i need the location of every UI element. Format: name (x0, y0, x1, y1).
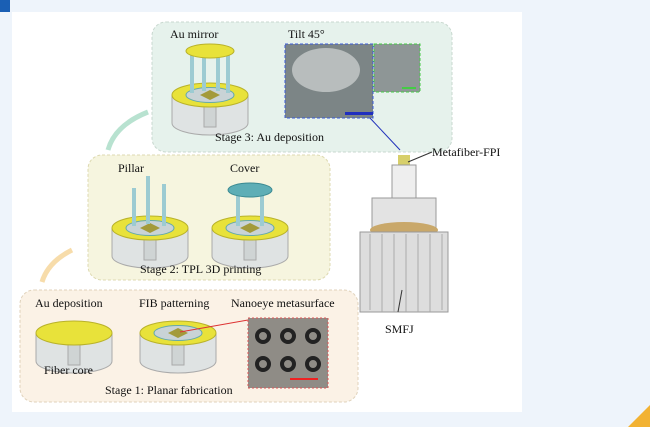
stage3-device-illustration (171, 43, 249, 136)
metafiber-fpi-label: Metafiber-FPI (432, 145, 500, 159)
arrow-stage2-to-3 (105, 109, 149, 151)
corner-triangle (628, 405, 650, 427)
arrow-stage1-to-2 (39, 247, 74, 283)
cover-label: Cover (230, 161, 259, 175)
corner-accent (0, 0, 10, 12)
scale-bar-blue (345, 112, 373, 115)
stage2-cover-illustration (211, 182, 289, 269)
fib-patterning-label: FIB patterning (139, 296, 209, 310)
stage1-fib-illustration (139, 320, 217, 374)
smfj-connector-illustration (359, 151, 449, 313)
tilt-label: Tilt 45° (288, 27, 325, 41)
stage2-pillar-illustration (111, 176, 189, 269)
sem-image-zoom (373, 43, 421, 93)
fiber-core-label: Fiber core (44, 363, 93, 377)
nanoeye-label: Nanoeye metasurface (231, 296, 335, 310)
au-deposition-label: Au deposition (35, 296, 103, 310)
au-mirror-label: Au mirror (170, 27, 218, 41)
nanoeye-sem-image (247, 317, 329, 389)
stage1-title: Stage 1: Planar fabrication (105, 383, 233, 397)
stage3-title: Stage 3: Au deposition (215, 130, 324, 144)
stage2-title: Stage 2: TPL 3D printing (140, 262, 261, 276)
smfj-label: SMFJ (385, 322, 414, 336)
pillar-label: Pillar (118, 161, 144, 175)
